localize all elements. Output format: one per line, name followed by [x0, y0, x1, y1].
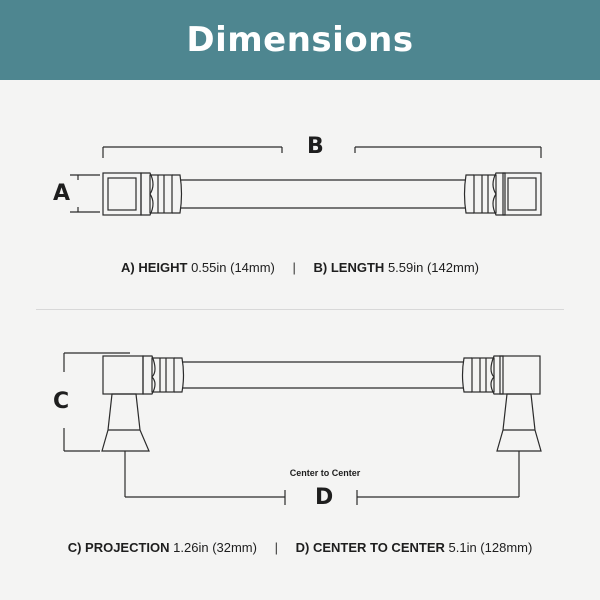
spec-center-name: D) CENTER TO CENTER	[295, 540, 445, 555]
center-to-center-label: Center to Center	[289, 468, 361, 478]
handle-top-view	[102, 172, 542, 216]
handle-side-view	[101, 355, 542, 452]
dimension-d-line	[124, 451, 520, 505]
dimension-c-line	[63, 352, 130, 452]
dimension-a-line	[70, 174, 100, 213]
dimension-label-c: C	[53, 389, 70, 414]
dimension-label-a: A	[53, 181, 71, 206]
spec-length-value: 5.59in (142mm)	[387, 260, 479, 275]
spec-height-name: A) HEIGHT	[121, 260, 188, 275]
spec-length-name: B) LENGTH	[313, 260, 385, 275]
spec-row-bottom: C) PROJECTION 1.26in (32mm) | D) CENTER …	[0, 540, 600, 555]
section-divider	[36, 309, 564, 310]
spec-separator: |	[274, 540, 278, 555]
spec-separator: |	[292, 260, 296, 275]
page-title: Dimensions	[186, 20, 414, 60]
spec-height-value: 0.55in (14mm)	[191, 260, 275, 275]
dimension-label-d: D	[315, 485, 334, 510]
header-banner: Dimensions	[0, 0, 600, 80]
spec-projection-value: 1.26in (32mm)	[173, 540, 257, 555]
spec-projection-name: C) PROJECTION	[67, 540, 170, 555]
spec-center-value: 5.1in (128mm)	[448, 540, 533, 555]
dimension-label-b: B	[307, 134, 324, 159]
spec-row-top: A) HEIGHT 0.55in (14mm) | B) LENGTH 5.59…	[0, 260, 600, 275]
dimension-b-line	[102, 146, 542, 158]
diagram-background	[0, 80, 600, 600]
